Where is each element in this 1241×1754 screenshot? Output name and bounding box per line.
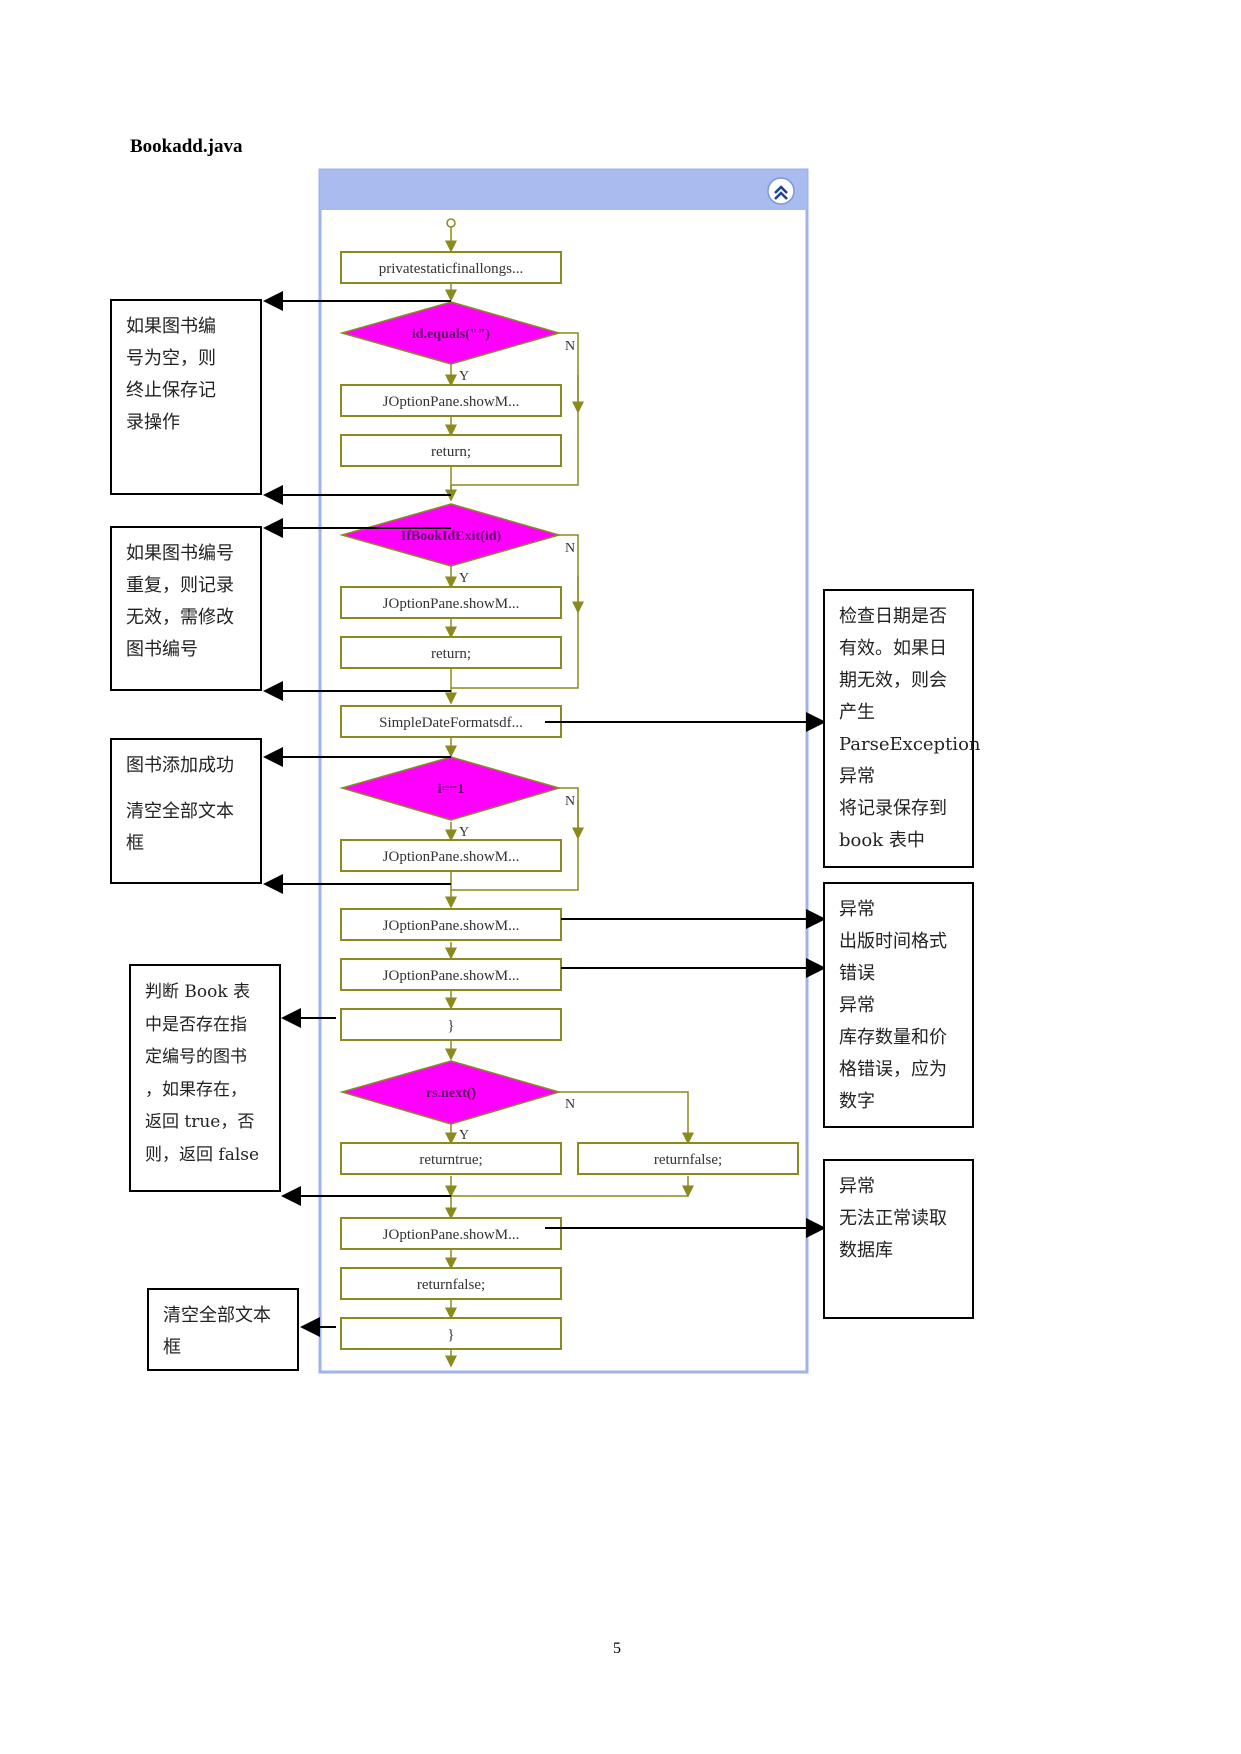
box-text: JOptionPane.showM...	[383, 1227, 520, 1243]
note-line: book 表中	[839, 830, 925, 851]
note-db-error: 异常 无法正常读取 数据库	[823, 1159, 974, 1319]
note-line: 有效。如果日	[839, 638, 947, 659]
yes-label: Y	[459, 825, 469, 840]
flowchart-panel	[318, 168, 809, 1374]
decision-text: i==1	[438, 782, 465, 797]
box-text: privatestaticfinallongs...	[379, 261, 524, 277]
note-line: 无法正常读取	[839, 1208, 947, 1229]
note-duplicate-id: 如果图书编号 重复，则记录 无效，需修改 图书编号	[110, 526, 262, 691]
start-node	[446, 218, 456, 228]
note-line: 异常	[839, 1176, 875, 1197]
note-clear-fields: 清空全部文本 框	[147, 1288, 299, 1371]
note-add-success: 图书添加成功 清空全部文本 框	[110, 738, 262, 884]
note-line: 定编号的图书	[145, 1047, 247, 1067]
note-line: 框	[163, 1337, 181, 1358]
box-text: JOptionPane.showM...	[383, 968, 520, 984]
yes-label: Y	[459, 571, 469, 586]
document-title: Bookadd.java	[130, 136, 243, 157]
annotation-arrows	[263, 291, 826, 1337]
note-line: 重复，则记录	[126, 575, 234, 596]
box-text: returnfalse;	[654, 1152, 722, 1168]
box-text: return;	[431, 646, 471, 662]
flowchart-header	[320, 170, 807, 210]
note-line: 数据库	[839, 1240, 893, 1261]
note-line: 如果图书编	[126, 316, 216, 337]
note-check-book: 判断 Book 表 中是否存在指 定编号的图书 ，如果存在， 返回 true，否…	[129, 964, 281, 1192]
note-line: 检查日期是否	[839, 606, 947, 627]
decision-text: id.equals("")	[412, 327, 491, 342]
note-line: 格错误，应为	[839, 1059, 947, 1080]
note-date-check: 检查日期是否 有效。如果日 期无效，则会 产生 ParseException 异…	[823, 589, 981, 868]
no-label: N	[565, 1097, 575, 1112]
note-line: 库存数量和价	[839, 1027, 947, 1048]
box-text: }	[447, 1327, 454, 1343]
note-line: ，如果存在，	[145, 1079, 247, 1100]
no-label: N	[565, 339, 575, 354]
note-line: 号为空，则	[126, 348, 216, 369]
note-empty-id: 如果图书编 号为空，则 终止保存记 录操作	[110, 299, 262, 495]
note-line: 判断 Book 表	[145, 982, 251, 1002]
yes-label: Y	[459, 1128, 469, 1143]
note-line: 录操作	[126, 412, 180, 433]
box-text: returnfalse;	[417, 1277, 485, 1293]
box-text: JOptionPane.showM...	[383, 918, 520, 934]
box-text: JOptionPane.showM...	[383, 849, 520, 865]
note-line: 清空全部文本	[126, 801, 234, 822]
note-line: 图书编号	[126, 639, 198, 660]
box-text: JOptionPane.showM...	[383, 596, 520, 612]
note-line: 中是否存在指	[145, 1014, 247, 1035]
note-line: 如果图书编号	[126, 543, 234, 564]
yes-label: Y	[459, 369, 469, 384]
note-line: 异常	[839, 766, 875, 787]
note-line: 框	[126, 833, 144, 854]
box-text: SimpleDateFormatsdf...	[379, 715, 523, 731]
note-line: 终止保存记	[126, 380, 216, 401]
note-line: 错误	[839, 963, 875, 984]
box-text: returntrue;	[419, 1152, 482, 1168]
box-text: }	[447, 1018, 454, 1034]
note-line: 返回 true，否	[145, 1112, 255, 1132]
note-line: 异常	[839, 995, 875, 1016]
note-line: ParseException	[839, 734, 981, 755]
note-line: 出版时间格式	[839, 931, 947, 952]
note-line: 则，返回 false	[145, 1144, 260, 1165]
note-line: 无效，需修改	[126, 607, 234, 628]
note-line: 图书添加成功	[126, 755, 234, 776]
double-chevron-up-icon[interactable]	[767, 177, 795, 205]
note-format-errors: 异常 出版时间格式 错误 异常 库存数量和价 格错误，应为 数字	[823, 882, 974, 1128]
decision-text: rs.next()	[426, 1086, 476, 1101]
no-label: N	[565, 541, 575, 556]
box-text: return;	[431, 444, 471, 460]
no-label: N	[565, 794, 575, 809]
process-boxes	[340, 251, 799, 1350]
note-line: 数字	[839, 1091, 875, 1112]
note-line: 清空全部文本	[163, 1305, 271, 1326]
decision-text: IfBookIdExit(id)	[401, 529, 502, 544]
note-line: 产生	[839, 702, 875, 723]
page-number: 5	[613, 1640, 621, 1657]
note-line: 将记录保存到	[839, 798, 947, 819]
note-line: 异常	[839, 899, 875, 920]
note-line: 期无效，则会	[839, 670, 947, 691]
decision-diamonds	[339, 301, 562, 1125]
box-text: JOptionPane.showM...	[383, 394, 520, 410]
